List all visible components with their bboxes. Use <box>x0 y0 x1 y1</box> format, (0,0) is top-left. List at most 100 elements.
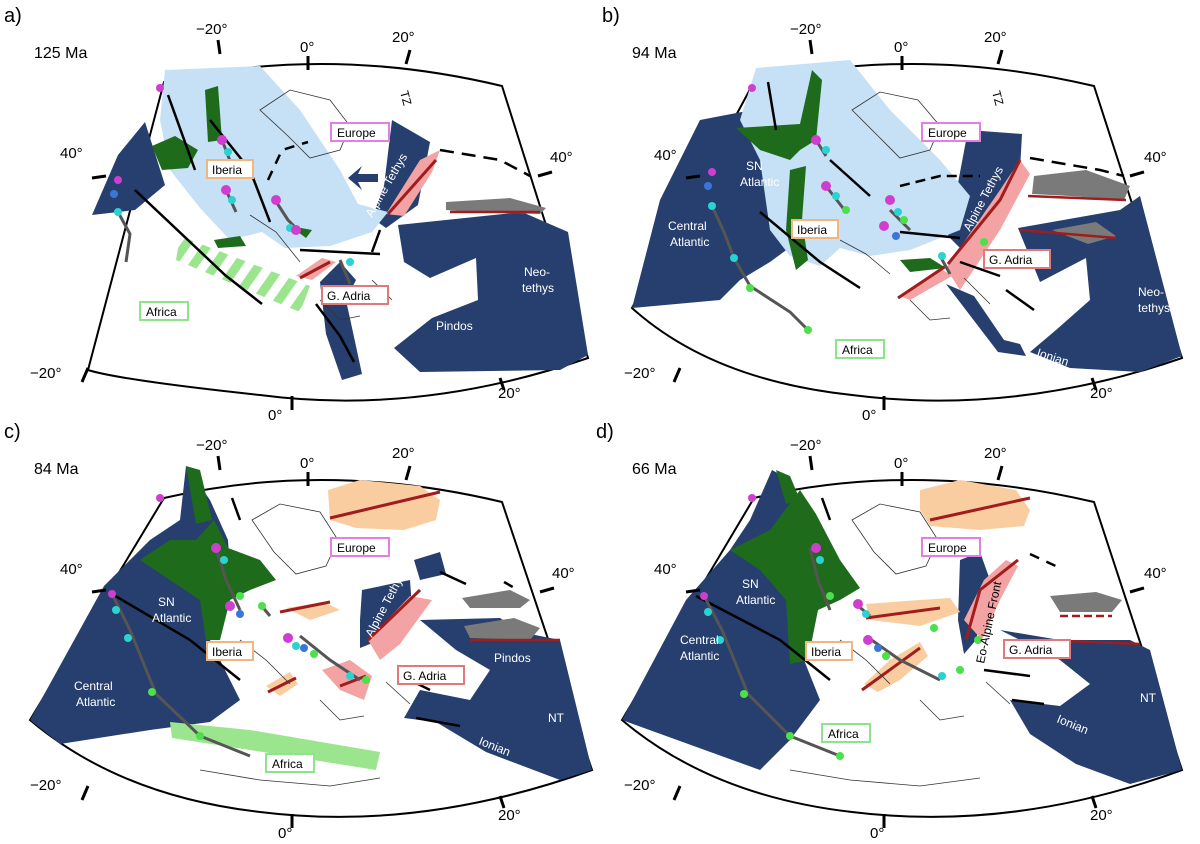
adria-label: G. Adria <box>327 289 371 303</box>
adria-box <box>1003 639 1071 659</box>
iberia-box <box>206 641 254 661</box>
panel-d: d) <box>596 421 1184 842</box>
subduction-front <box>897 159 1022 300</box>
europe-label: Europe <box>337 126 376 140</box>
rift-basins <box>730 470 860 664</box>
ocean-basins <box>632 110 1182 372</box>
lat-label-west: 40° <box>654 147 677 164</box>
lon-label-zero: 0° <box>894 455 908 472</box>
lat-label-east: 40° <box>1144 149 1167 166</box>
age-label: 66 Ma <box>632 461 677 478</box>
age-label: 84 Ma <box>34 461 79 478</box>
bottom-lon-label-east: 20° <box>1090 385 1113 402</box>
europe-label: Europe <box>928 126 967 140</box>
lat-label-west: 40° <box>60 145 83 162</box>
pindos-label: Pindos <box>436 319 473 333</box>
adria-box <box>983 249 1051 269</box>
panel-c: c) <box>4 421 594 842</box>
neotethys-label-1: Neo- <box>1138 285 1164 299</box>
bottom-lon-label-west: −20° <box>624 777 655 794</box>
ophiolite-belts <box>462 590 560 642</box>
age-label: 125 Ma <box>34 45 87 62</box>
panel-b: b) <box>602 5 1184 424</box>
africa-label: Africa <box>828 727 859 741</box>
ocean-basins <box>30 466 592 780</box>
hotspot-markers <box>108 494 370 740</box>
neotethys-label-2: tethys <box>522 281 554 295</box>
bottom-lon-label-zero: 0° <box>870 825 884 839</box>
lon-label-west: −20° <box>790 437 821 454</box>
subduction-front <box>861 496 1031 692</box>
rift-basins <box>736 70 946 272</box>
adria-label: G. Adria <box>989 253 1033 267</box>
lon-label-east: 20° <box>392 29 415 46</box>
sn-atlantic-label-1: SN <box>158 595 175 609</box>
lon-label-east: 20° <box>984 445 1007 462</box>
lon-label-east: 20° <box>984 29 1007 46</box>
iberia-box <box>791 219 839 239</box>
pindos-label: Pindos <box>494 651 531 665</box>
bottom-lon-label-zero: 0° <box>278 825 292 839</box>
africa-label: Africa <box>842 343 873 357</box>
bottom-lon-label-zero: 0° <box>268 407 282 424</box>
europe-box <box>921 122 981 142</box>
bottom-lon-label-east: 20° <box>498 385 521 402</box>
sn-atlantic-label-2: Atlantic <box>736 593 775 607</box>
africa-margin-hatch <box>176 236 310 312</box>
lon-label-zero: 0° <box>300 455 314 472</box>
foreland-basins <box>322 596 432 700</box>
central-atlantic-label-2: Atlantic <box>670 235 709 249</box>
central-atlantic-label-2: Atlantic <box>76 695 115 709</box>
panel-label: d) <box>596 421 614 443</box>
fault-lines <box>695 497 1061 706</box>
sn-atlantic-label-2: Atlantic <box>740 175 779 189</box>
subduction-front <box>267 490 441 694</box>
lat-label-west: 40° <box>60 561 83 578</box>
bottom-lon-label-west: −20° <box>624 365 655 382</box>
africa-label: Africa <box>146 305 177 319</box>
central-atlantic-label-1: Central <box>668 219 707 233</box>
adria-box <box>397 665 465 685</box>
iberia-box <box>805 641 853 661</box>
iberia-label: Iberia <box>811 645 841 659</box>
lon-label-west: −20° <box>196 21 227 38</box>
foreland-basins <box>964 560 1018 640</box>
europe-box <box>921 537 981 557</box>
graticule-ticks <box>672 455 1145 828</box>
central-atlantic-label-2: Atlantic <box>680 649 719 663</box>
foreland-basins <box>900 160 1030 300</box>
sn-atlantic-label-2: Atlantic <box>152 611 191 625</box>
africa-label: Africa <box>272 757 303 771</box>
central-atlantic-label-1: Central <box>680 633 719 647</box>
africa-box <box>265 753 315 773</box>
iberia-label: Iberia <box>797 223 827 237</box>
neotethys-label-1: Neo- <box>524 265 550 279</box>
sn-atlantic-label-1: SN <box>746 159 763 173</box>
lat-label-east: 40° <box>550 149 573 166</box>
lon-label-west: −20° <box>790 21 821 38</box>
graticule-ticks <box>672 39 1145 410</box>
bottom-lon-label-west: −20° <box>30 777 61 794</box>
adria-box <box>321 285 389 305</box>
ocean-basins <box>92 120 588 380</box>
panel-label: a) <box>4 5 22 27</box>
hotspot-markers <box>704 84 988 334</box>
lon-label-east: 20° <box>392 445 415 462</box>
panel-label: c) <box>4 421 21 443</box>
iberia-label: Iberia <box>212 645 242 659</box>
bottom-lon-label-east: 20° <box>498 807 521 824</box>
graticule-ticks <box>80 455 555 828</box>
fault-lines <box>759 81 1125 312</box>
lon-label-zero: 0° <box>300 39 314 56</box>
iberia-label: Iberia <box>212 163 242 177</box>
bottom-lon-label-zero: 0° <box>862 407 876 424</box>
lon-label-west: −20° <box>196 437 227 454</box>
panel-label: b) <box>602 5 620 27</box>
adria-label: G. Adria <box>1009 643 1053 657</box>
africa-box <box>821 723 871 743</box>
lat-label-east: 40° <box>552 565 575 582</box>
africa-box <box>835 339 885 359</box>
europe-label: Europe <box>337 541 376 555</box>
bottom-lon-label-west: −20° <box>30 365 61 382</box>
